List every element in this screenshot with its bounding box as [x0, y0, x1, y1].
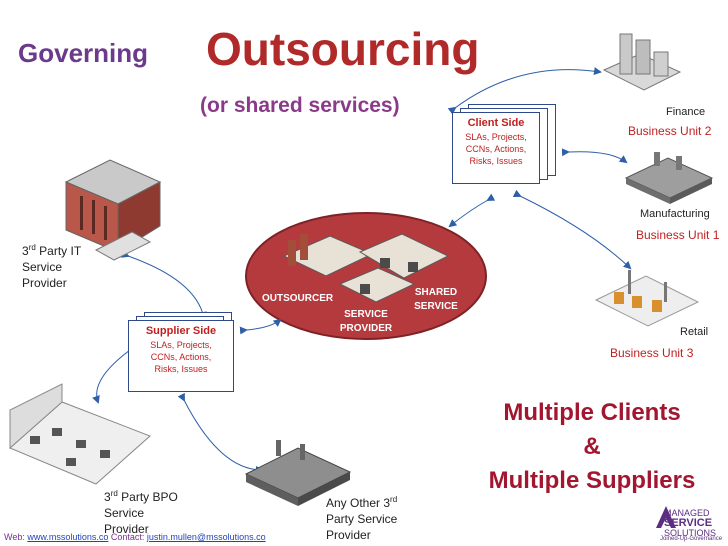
- client-side-line: SLAs, Projects,: [465, 132, 527, 142]
- tagline-line: &: [583, 433, 601, 460]
- other-provider-line: Provider: [326, 528, 371, 542]
- connector-client-retail: [512, 189, 632, 270]
- other-provider-label: Any Other 3rd Party Service Provider: [326, 495, 398, 542]
- connector-supplier-other: [177, 392, 264, 474]
- connector-client-finance: [447, 67, 602, 115]
- logo-tagline: Joined-Up-Governance: [660, 536, 723, 542]
- bpo-provider-label: 3rd Party BPO Service Provider: [104, 489, 178, 536]
- bpo-provider-line: Service: [104, 506, 145, 520]
- client-side-title: Client Side: [467, 117, 525, 129]
- shared-service-line: SERVICE: [414, 301, 458, 312]
- supplier-side-line: Risks, Issues: [154, 364, 208, 374]
- it-datacentre-illustration: [64, 159, 162, 261]
- supplier-side-document-stack: Supplier Side SLAs, Projects, CCNs, Acti…: [128, 312, 234, 392]
- business-unit-1-label: Business Unit 1: [636, 228, 720, 242]
- tagline: Multiple Clients & Multiple Suppliers: [462, 396, 722, 498]
- footer: Web: www.mssolutions.co Contact: justin.…: [4, 532, 266, 542]
- outsourcer-label: OUTSOURCER: [262, 293, 334, 304]
- connector-it-supplier: [121, 250, 207, 320]
- retail-shop-illustration: [594, 270, 700, 327]
- title-outsourcing: Outsourcing: [206, 23, 480, 75]
- bpo-provider-line: Provider: [104, 522, 149, 536]
- service-provider-line: PROVIDER: [339, 323, 393, 334]
- retail-label: Retail: [680, 326, 709, 338]
- client-side-line: Risks, Issues: [469, 156, 523, 166]
- logo-line: MANAGED: [664, 508, 710, 518]
- finance-label: Finance: [666, 106, 706, 118]
- client-side-card: Client Side SLAs, Projects, CCNs, Action…: [452, 112, 540, 184]
- supplier-side-card: Supplier Side SLAs, Projects, CCNs, Acti…: [128, 320, 234, 392]
- footer-web-label: Web:: [4, 532, 28, 542]
- client-side-items: SLAs, Projects, CCNs, Actions, Risks, Is…: [453, 131, 539, 167]
- other-provider-line: Party Service: [326, 512, 398, 526]
- footer-web-link[interactable]: www.mssolutions.co: [27, 532, 109, 542]
- footer-contact-link[interactable]: justin.mullen@mssolutions.co: [146, 532, 266, 542]
- manufacturing-label: Manufacturing: [640, 208, 710, 220]
- business-unit-2-label: Business Unit 2: [628, 124, 712, 138]
- connector-supplier-bpo: [92, 343, 138, 404]
- logo-line: SERVICE: [664, 517, 713, 529]
- supplier-side-line: CCNs, Actions,: [150, 352, 212, 362]
- client-side-document-stack: Client Side SLAs, Projects, CCNs, Action…: [452, 104, 556, 184]
- bpo-office-illustration: [9, 383, 151, 485]
- it-provider-line: Provider: [22, 276, 67, 290]
- supplier-side-title: Supplier Side: [145, 325, 217, 337]
- service-provider-label: SERVICE PROVIDER: [338, 308, 394, 336]
- connector-oval-supplier: [239, 318, 282, 335]
- finance-buildings-illustration: [602, 33, 682, 91]
- connector-client-oval: [448, 193, 496, 228]
- logo-line: SOLUTIONS: [664, 528, 717, 538]
- supplier-side-line: SLAs, Projects,: [150, 340, 212, 350]
- client-side-line: CCNs, Actions,: [465, 144, 527, 154]
- it-provider-line: Service: [22, 260, 63, 274]
- title-governing: Governing: [18, 38, 149, 68]
- it-provider-label: 3rd Party IT Service Provider: [22, 243, 82, 290]
- tagline-line: Multiple Clients: [503, 399, 681, 426]
- other-provider-illustration: [244, 440, 352, 506]
- shared-service-label: SHARED SERVICE: [412, 286, 460, 314]
- supplier-side-items: SLAs, Projects, CCNs, Actions, Risks, Is…: [129, 339, 233, 375]
- tagline-line: Multiple Suppliers: [488, 467, 696, 494]
- connector-client-manufacturing: [561, 148, 628, 164]
- manufacturing-factory-illustration: [624, 152, 714, 204]
- logo-text: MANAGED SERVICE SOLUTIONS: [664, 508, 716, 538]
- service-provider-line: SERVICE: [344, 309, 388, 320]
- title-subtitle: (or shared services): [200, 94, 400, 117]
- footer-contact-label: Contact:: [108, 532, 147, 542]
- business-unit-3-label: Business Unit 3: [610, 346, 694, 360]
- office-floor-illustration: [282, 233, 450, 303]
- shared-service-line: SHARED: [414, 287, 458, 298]
